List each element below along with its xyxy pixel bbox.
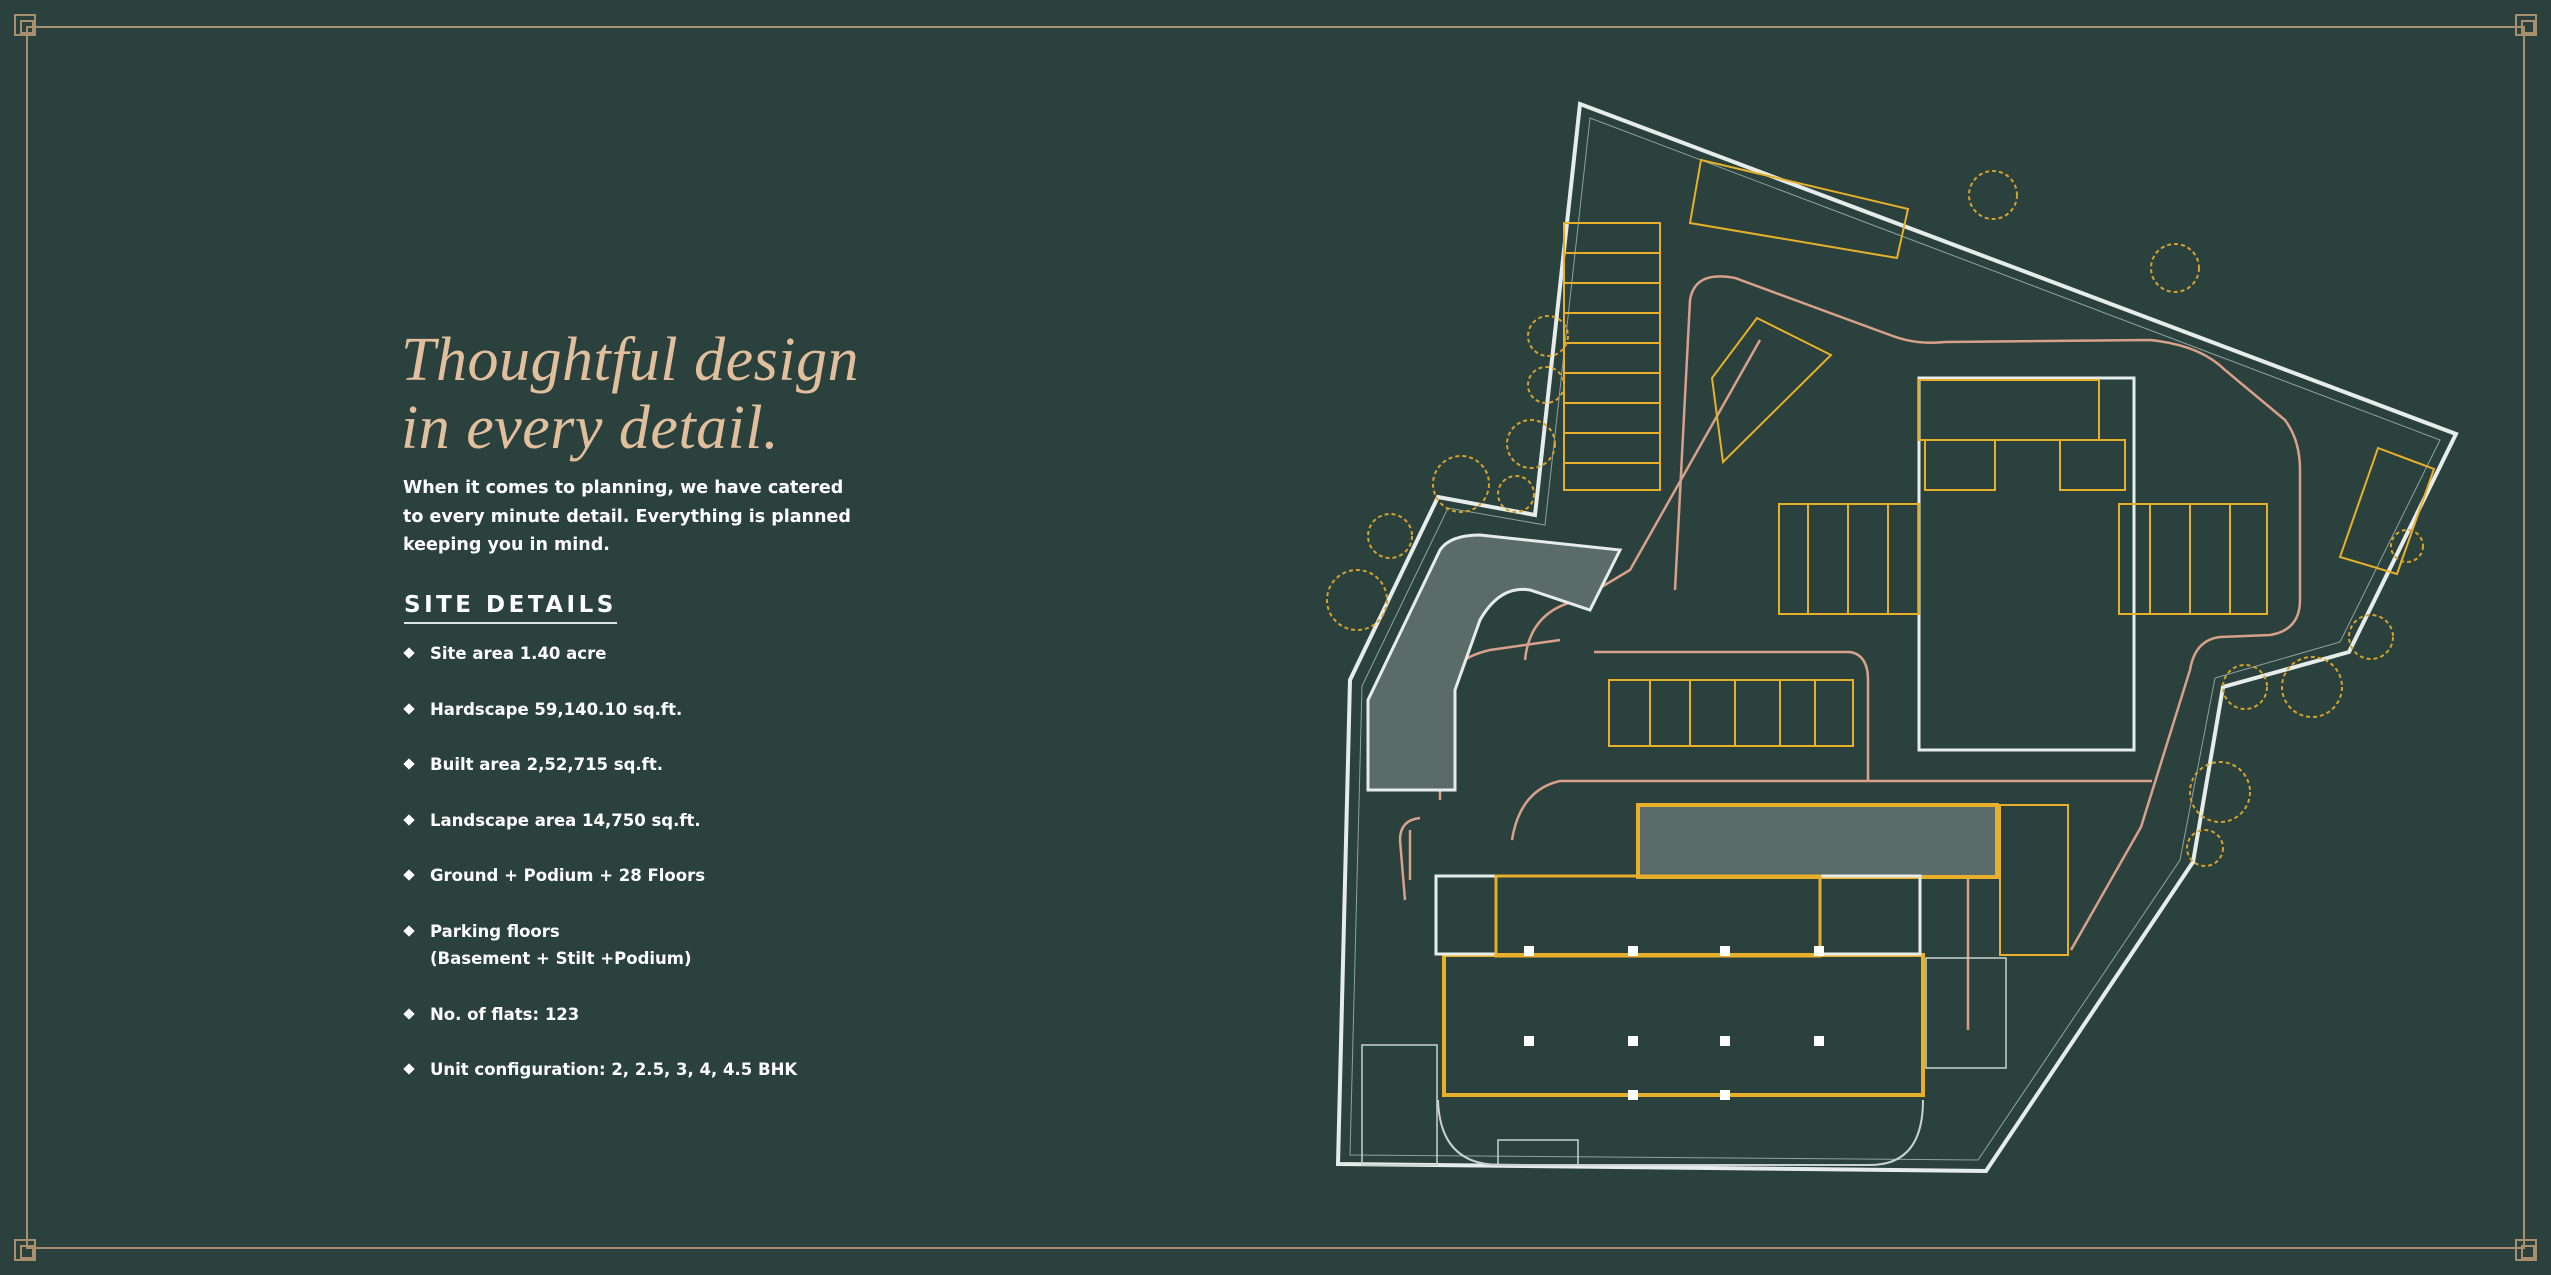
list-item: Landscape area 14,750 sq.ft. <box>403 807 797 835</box>
item-text: Landscape area 14,750 sq.ft. <box>430 810 701 830</box>
list-item: Parking floors (Basement + Stilt +Podium) <box>403 918 797 973</box>
list-item: No. of flats: 123 <box>403 1001 797 1029</box>
building-block <box>1494 874 1822 958</box>
heading-line-1: Thoughtful design <box>401 326 860 394</box>
list-item: Built area 2,52,715 sq.ft. <box>403 751 797 779</box>
tower-core <box>1917 376 2136 752</box>
columns <box>1524 946 1824 1100</box>
item-text: No. of flats: 123 <box>430 1004 580 1024</box>
item-text: Parking floors <box>430 921 560 941</box>
corner-ornament <box>14 1239 36 1261</box>
building-block <box>1434 874 1498 956</box>
item-text: Unit configuration: 2, 2.5, 3, 4, 4.5 BH… <box>430 1060 798 1079</box>
site-details-title: SITE DETAILS <box>404 592 617 624</box>
corner-ornament <box>14 14 36 36</box>
site-boundary <box>1335 101 2459 1174</box>
parking-bays <box>1563 158 2436 956</box>
intro-line: When it comes to planning, we have cater… <box>403 478 844 498</box>
trees <box>1326 170 2424 867</box>
list-item: Site area 1.40 acre <box>403 640 797 668</box>
driveways <box>1398 275 2302 1030</box>
intro-line: keeping you in mind. <box>403 535 610 555</box>
main-building <box>1442 953 1925 1097</box>
item-subtext: (Basement + Stilt +Podium) <box>430 949 692 968</box>
inner-boundary <box>1349 117 2441 1161</box>
list-item: Hardscape 59,140.10 sq.ft. <box>403 696 797 724</box>
page-heading: Thoughtful design in every detail. <box>401 326 859 462</box>
list-item: Ground + Podium + 28 Floors <box>403 862 797 890</box>
tower-wing-right <box>2118 503 2268 615</box>
item-text: Built area 2,52,715 sq.ft. <box>430 755 664 774</box>
corner-ornament <box>2515 1239 2537 1261</box>
entry-ramp <box>1366 533 1623 792</box>
item-text: Site area 1.40 acre <box>430 644 607 663</box>
item-text: Hardscape 59,140.10 sq.ft. <box>430 699 683 719</box>
intro-line: to every minute detail. Everything is pl… <box>403 506 851 527</box>
building-block <box>1818 874 1922 956</box>
front-driveway <box>1437 1099 1924 1166</box>
podium-ramp <box>1636 803 1999 879</box>
stairs <box>1361 957 2007 1166</box>
page-frame <box>26 26 2525 1249</box>
site-details-list: Site area 1.40 acre Hardscape 59,140.10 … <box>403 640 797 1112</box>
item-text: Ground + Podium + 28 Floors <box>430 866 706 885</box>
intro-paragraph: When it comes to planning, we have cater… <box>403 474 851 560</box>
corner-ornament <box>2515 14 2537 36</box>
list-item: Unit configuration: 2, 2.5, 3, 4, 4.5 BH… <box>403 1056 797 1084</box>
heading-line-2: in every detail. <box>401 394 780 462</box>
